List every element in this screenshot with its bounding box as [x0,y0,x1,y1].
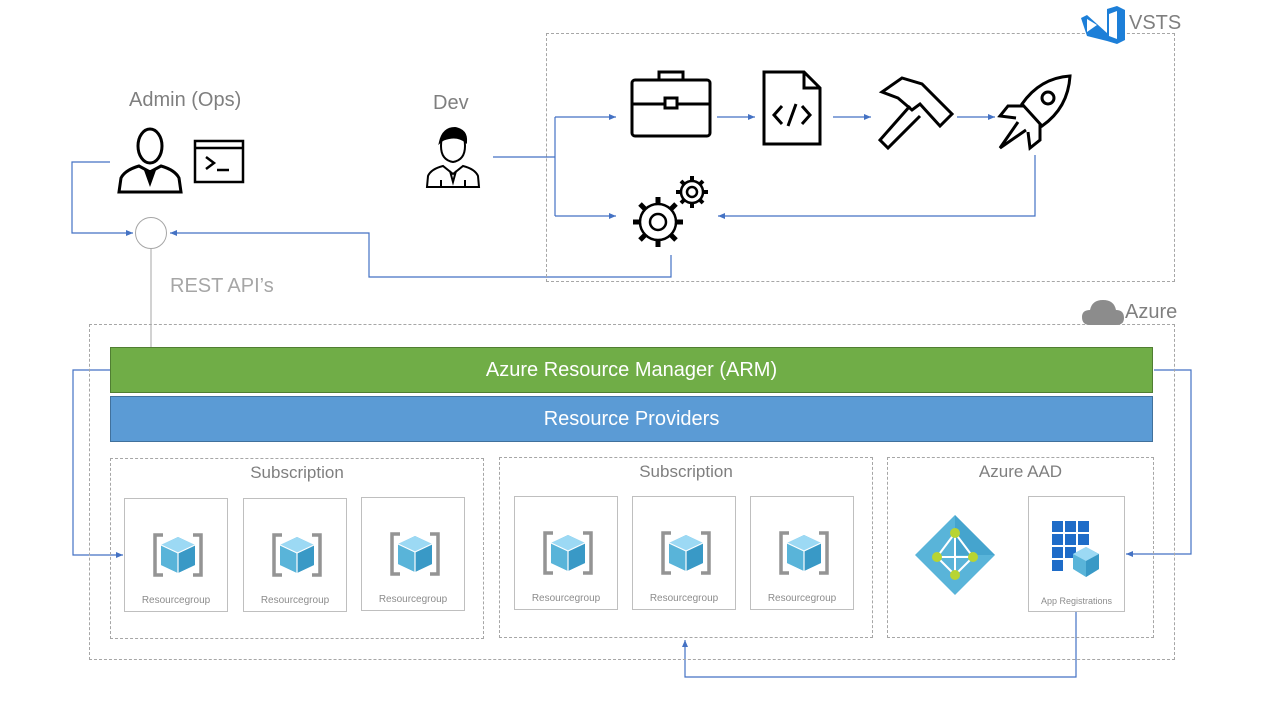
cloud-icon [1082,298,1124,331]
subscription-box [110,458,484,639]
resource-group-label: Resourcegroup [531,593,601,604]
subscription-label: Subscription [639,462,733,481]
app-registrations-tile[interactable]: App Registrations [1028,496,1125,612]
resource-group-label: Resourcegroup [141,595,211,606]
resource-group-icon [151,531,205,584]
resource-group-tile[interactable]: Resourcegroup [514,496,618,610]
aad-box [887,457,1154,638]
app-registrations-label: App Registrations [1040,596,1113,606]
resource-group-label: Resourcegroup [649,593,719,604]
resource-group-icon [270,531,324,584]
dev-label: Dev [433,92,469,114]
resource-group-tile[interactable]: Resourcegroup [750,496,854,610]
resource-group-tile[interactable]: Resourcegroup [124,498,228,612]
aad-label: Azure AAD [978,462,1063,481]
azure-region [89,324,1175,660]
vsts-region [546,33,1175,282]
resource-group-icon [541,529,595,582]
resource-group-label: Resourcegroup [378,594,448,605]
subscription-label: Subscription [250,463,344,482]
resource-group-tile[interactable]: Resourcegroup [361,497,465,611]
dev-person-icon [425,124,481,193]
rest-api-label: REST API’s [170,275,274,297]
resource-group-icon [777,529,831,582]
providers-bar: Resource Providers [110,396,1153,442]
terminal-icon [193,139,245,189]
resource-group-icon [659,529,713,582]
resource-group-tile[interactable]: Resourcegroup [243,498,347,612]
api-endpoint-circle [135,217,167,249]
hammer-icon [876,74,956,157]
gears-icon [628,172,712,259]
arm-bar: Azure Resource Manager (ARM) [110,347,1153,393]
code-file-icon [762,70,822,151]
resource-group-label: Resourcegroup [767,593,837,604]
rocket-icon [994,74,1074,159]
admin-label: Admin (Ops) [129,89,242,111]
resource-group-icon [388,530,442,583]
resource-group-tile[interactable]: Resourcegroup [632,496,736,610]
vsts-logo-icon [1081,6,1125,49]
providers-label: Resource Providers [543,408,720,430]
arm-label: Azure Resource Manager (ARM) [485,359,778,381]
briefcase-icon [630,68,712,145]
app-registrations-icon [1052,521,1102,584]
subscription-box [499,457,873,638]
admin-person-icon [117,126,183,199]
vsts-label: VSTS [1129,12,1182,34]
azure-label: Azure [1125,301,1178,323]
resource-group-label: Resourcegroup [260,595,330,606]
aad-icon [913,513,997,602]
